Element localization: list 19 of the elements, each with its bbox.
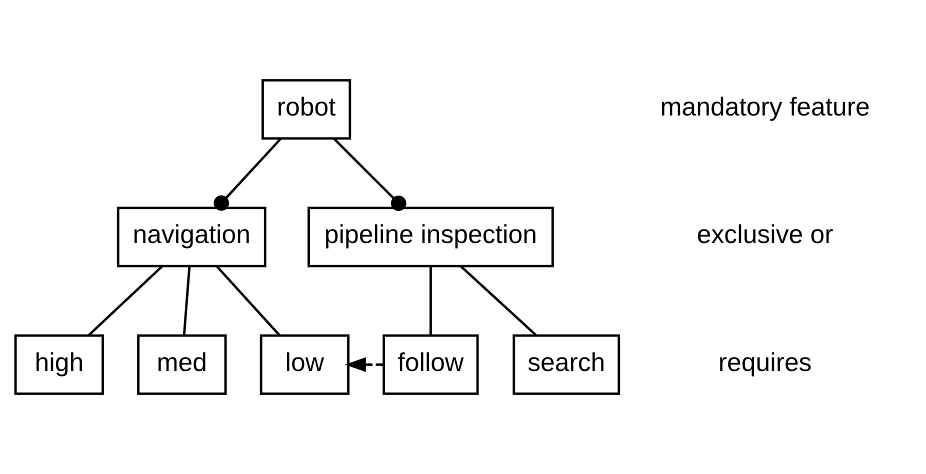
node-box: med [137,334,227,395]
connector [429,266,432,336]
connector [182,266,191,336]
node-box: navigation [116,206,266,268]
node-box: robot [261,79,352,140]
connector [216,265,281,336]
connector [333,138,406,211]
node-box: pipeline inspection [308,206,554,268]
connector [88,265,164,336]
connector [214,138,282,211]
legend-label: exclusive or [696,221,834,250]
arrow [344,357,384,372]
node-box: search [512,334,620,395]
node-box: follow [382,334,479,395]
legend-label: mandatory feature [660,94,870,122]
node-box: low [260,334,350,395]
node-box: high [14,334,104,395]
legend-label: requires [718,348,812,377]
connector [460,265,538,336]
